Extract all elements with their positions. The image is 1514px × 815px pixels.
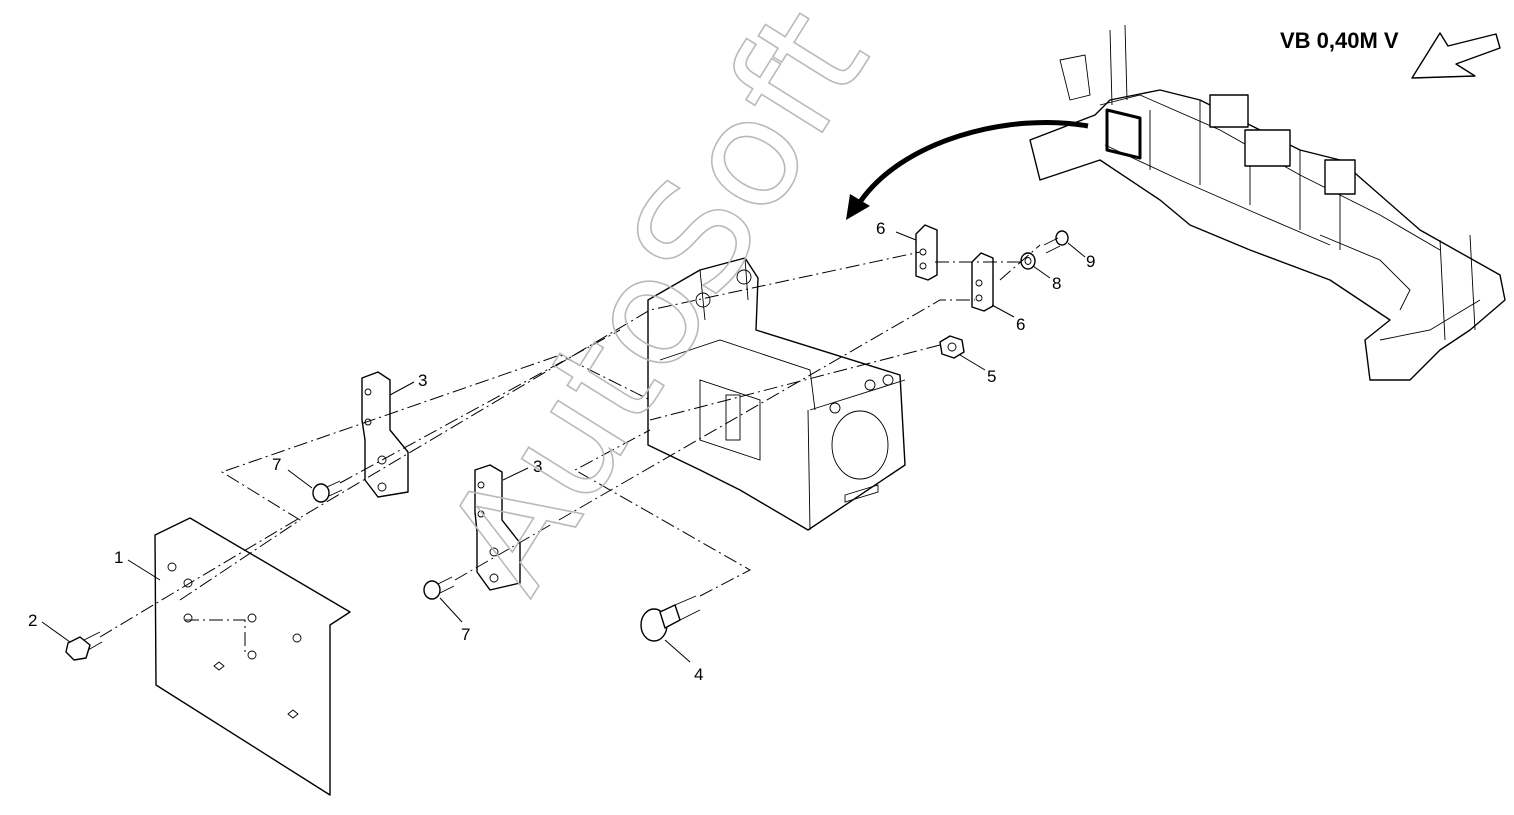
block-part-6-upper (915, 224, 938, 281)
callout-7-lower: 7 (461, 625, 470, 644)
view-direction-arrow (1411, 32, 1501, 79)
callout-6-lower: 6 (1016, 315, 1025, 334)
bracket-part-3-lower (474, 464, 521, 591)
bracket-part-3-upper (361, 371, 409, 498)
callout-1: 1 (114, 548, 123, 567)
variant-label: VB 0,40M V (1280, 28, 1399, 53)
callout-4: 4 (694, 665, 703, 684)
transfer-arrow (855, 119, 1089, 207)
watermark-text: AutoSoft (413, 0, 902, 619)
callout-3-upper: 3 (418, 371, 427, 390)
transfer-arrow-head (846, 194, 870, 220)
bolt-part-2 (65, 631, 103, 661)
callout-7-upper: 7 (272, 455, 281, 474)
assembly-lines (99, 244, 1041, 655)
callout-2: 2 (28, 611, 37, 630)
callout-6-upper: 6 (876, 219, 885, 238)
callout-3-lower: 3 (533, 457, 542, 476)
screw-part-7-lower (423, 576, 455, 600)
bolt-part-9 (1043, 230, 1069, 254)
callout-5: 5 (987, 367, 996, 386)
leader-lines (41, 231, 1086, 663)
paver-overview-drawing (1029, 24, 1506, 381)
callout-9: 9 (1086, 252, 1095, 271)
nut-part-5 (939, 335, 965, 359)
callout-8: 8 (1052, 274, 1061, 293)
pin-part-4 (640, 595, 701, 642)
screw-part-7-upper (312, 480, 343, 503)
cover-plate-part-1 (154, 517, 351, 796)
